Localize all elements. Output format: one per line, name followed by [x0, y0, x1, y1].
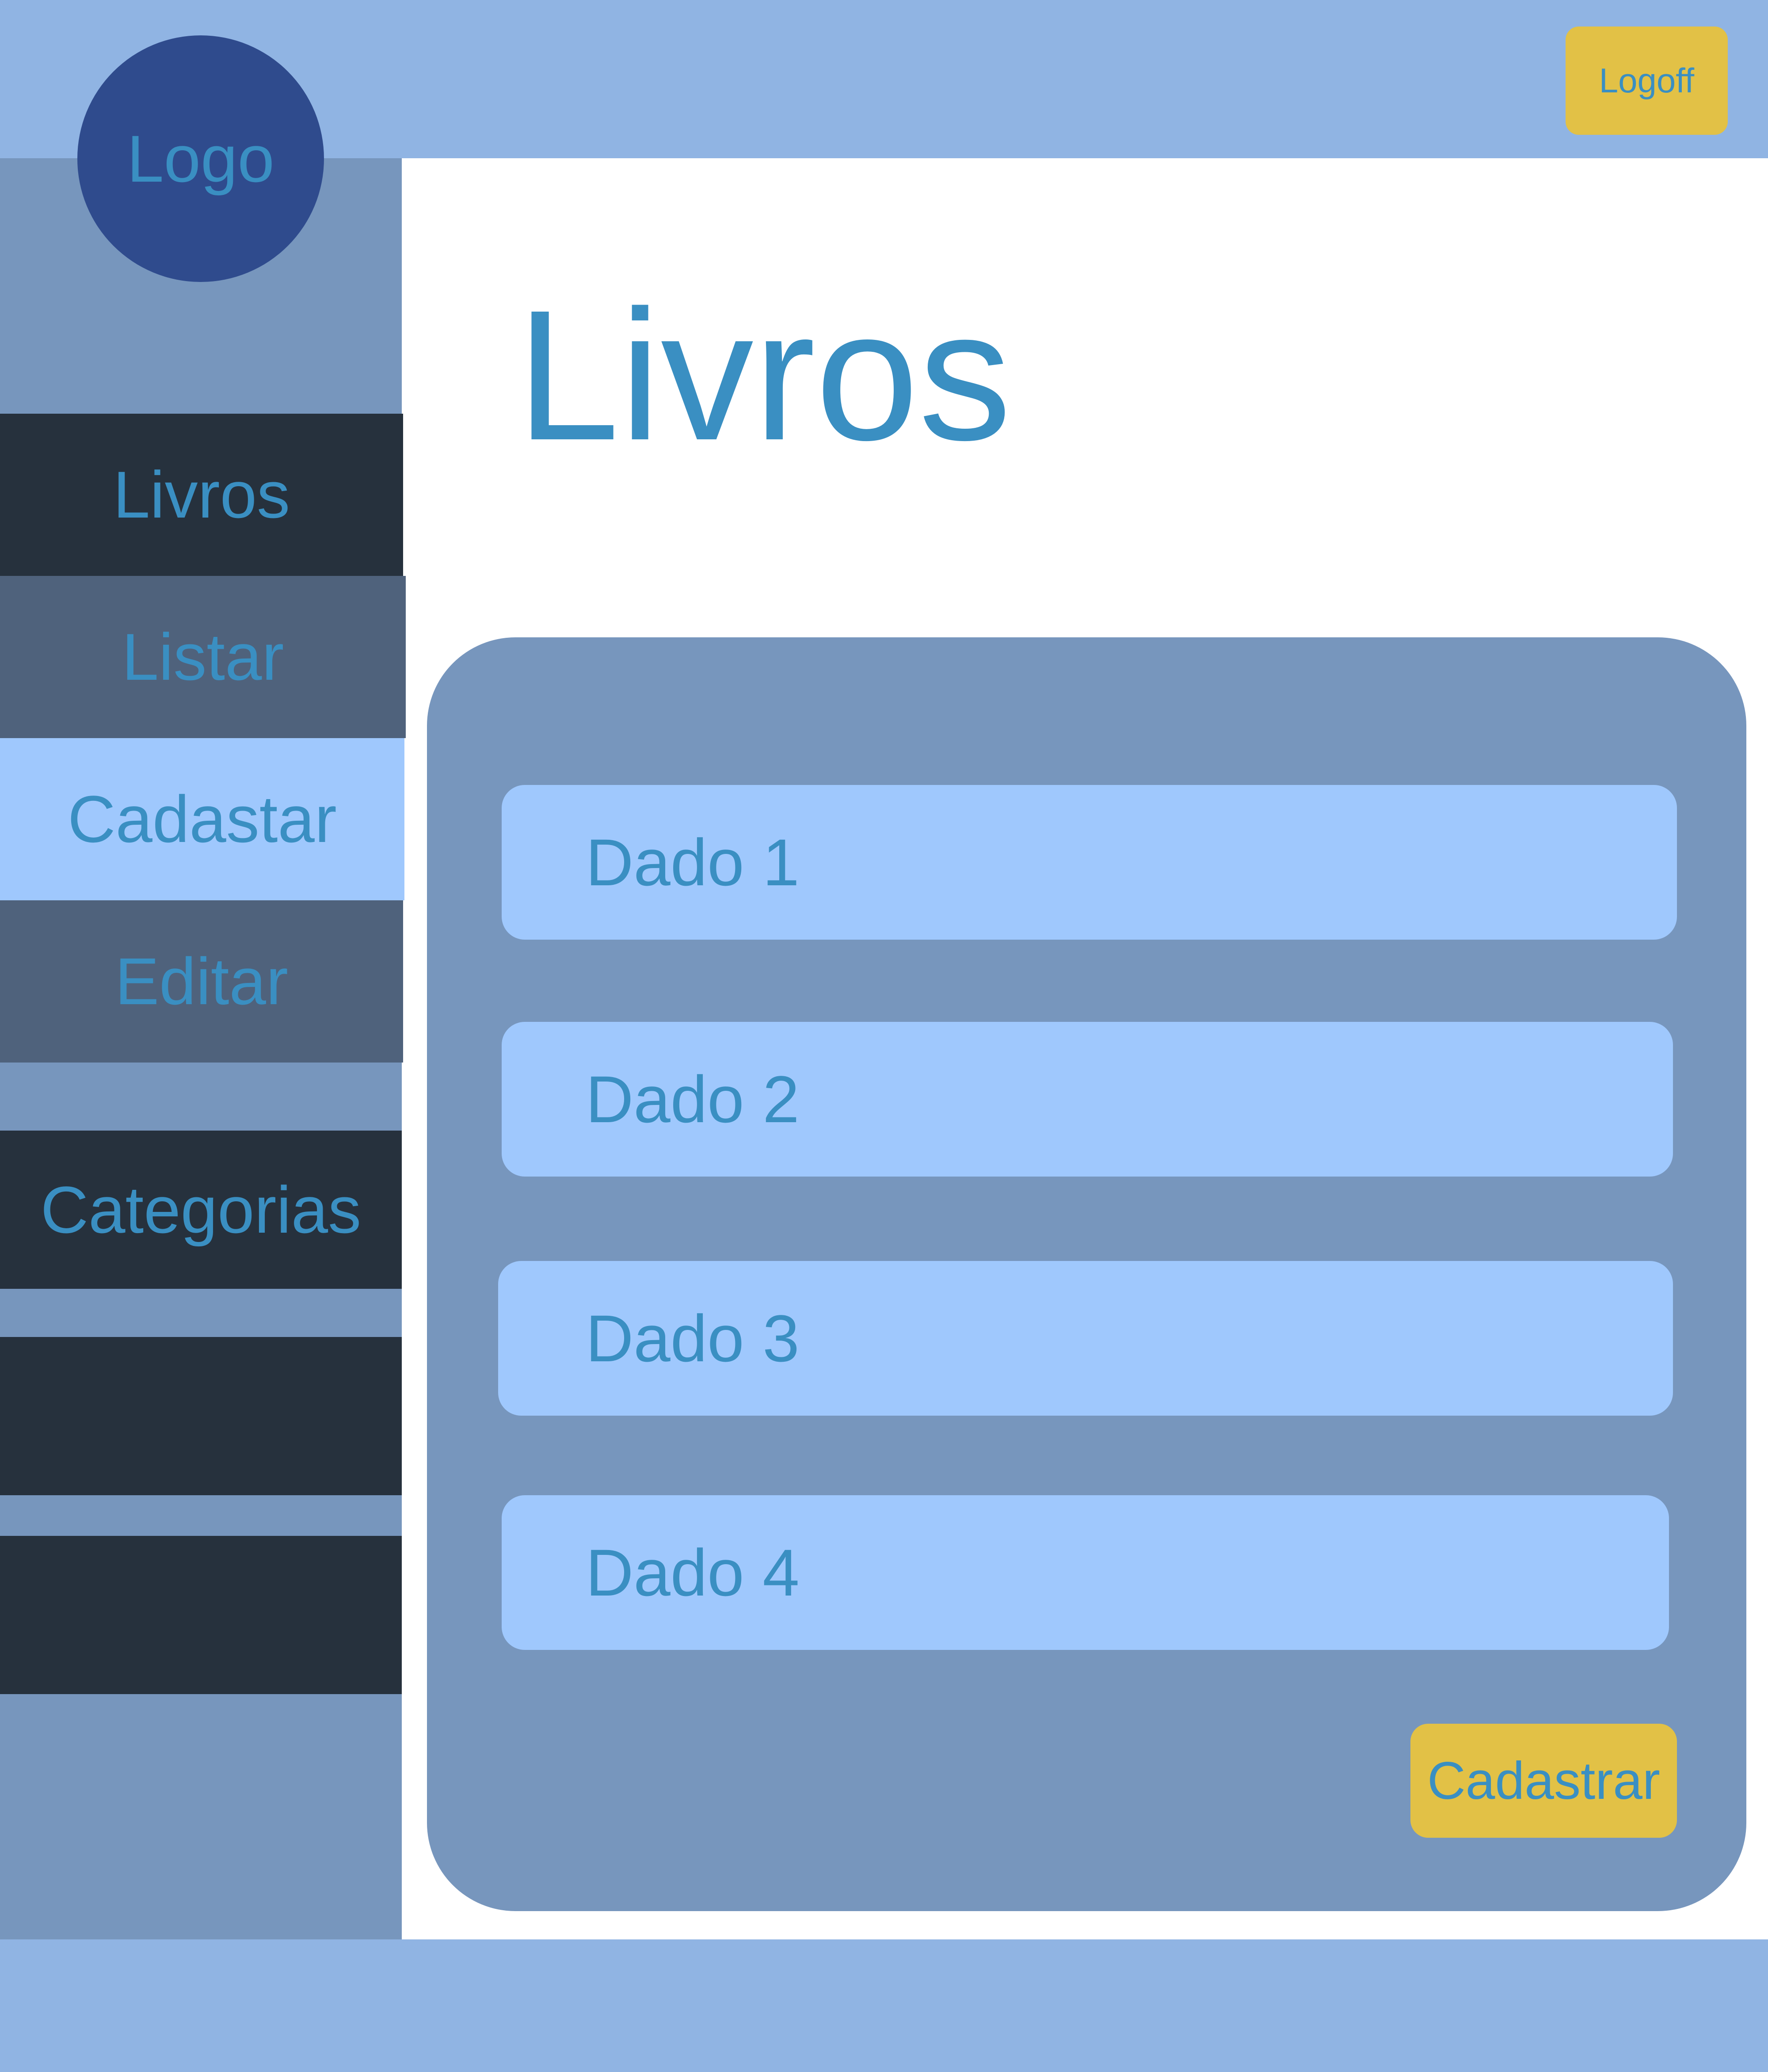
cadastrar-button[interactable]: Cadastrar	[1410, 1724, 1677, 1838]
sidebar-item-categorias[interactable]: Categorias	[0, 1131, 402, 1289]
list-item[interactable]: Dado 3	[498, 1261, 1673, 1416]
sidebar-item-empty-1[interactable]	[0, 1337, 402, 1495]
logoff-button[interactable]: Logoff	[1566, 27, 1728, 135]
list-item[interactable]: Dado 1	[502, 785, 1677, 940]
sidebar-item-editar[interactable]: Editar	[0, 900, 403, 1063]
list-item[interactable]: Dado 4	[502, 1495, 1669, 1650]
sidebar-item-empty-2[interactable]	[0, 1536, 402, 1694]
footer	[0, 1939, 1768, 2072]
sidebar-item-livros[interactable]: Livros	[0, 414, 403, 576]
logo: Logo	[77, 35, 324, 282]
list-item[interactable]: Dado 2	[502, 1022, 1673, 1177]
sidebar-item-cadastar[interactable]: Cadastar	[0, 738, 404, 900]
sidebar-item-listar[interactable]: Listar	[0, 576, 406, 738]
page-title: Livros	[516, 272, 1012, 479]
